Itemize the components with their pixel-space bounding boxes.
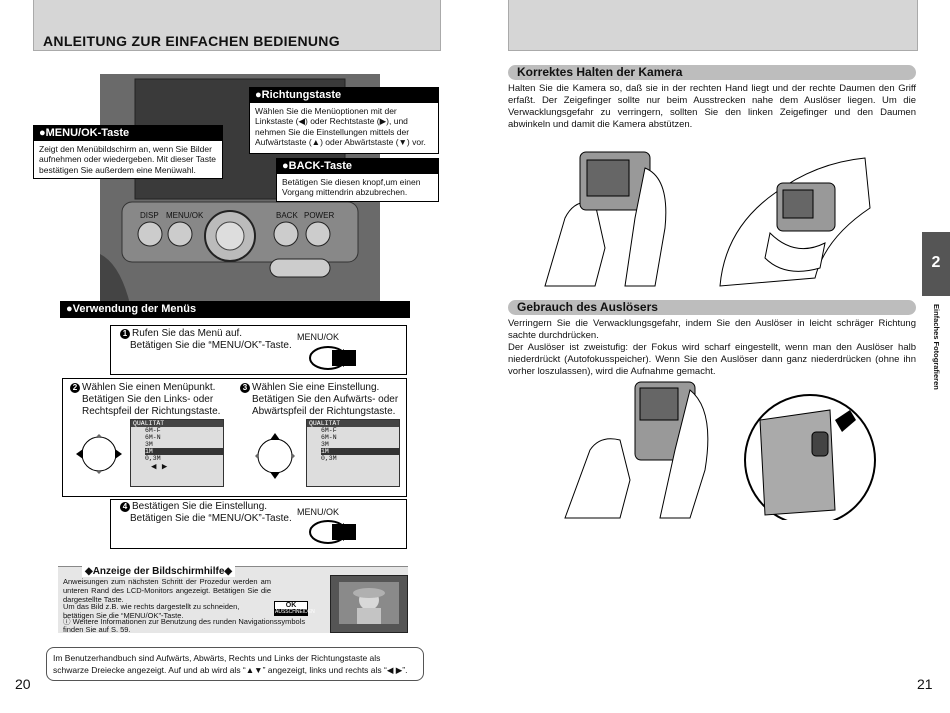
menu-ok-info-box: ●MENU/OK-Taste Zeigt den Menübildschirm … — [33, 125, 223, 179]
dpad-up-down-icon — [254, 431, 296, 486]
step-number-2: 2 — [70, 383, 80, 393]
help-text-1: Anweisungen zum nächsten Schritt der Pro… — [63, 577, 271, 604]
help-ok-label: OK — [285, 602, 297, 609]
screen-arrows-icon: ◀ ▶ — [151, 462, 168, 472]
section2-text-1: Verringern Sie die Verwacklungsgefahr, i… — [508, 318, 916, 341]
camera-label-back: BACK — [276, 211, 298, 220]
chapter-tab: 2 — [922, 232, 950, 296]
step4-button-label: MENU/OK — [297, 507, 340, 517]
screen-header: QUALITÄT — [131, 420, 223, 427]
screen-row: 0,3M — [321, 455, 337, 462]
chapter-tab-label: Einfaches Fotografieren — [932, 304, 941, 390]
screen-row: 6M-N — [321, 434, 337, 441]
step4-button-icon — [308, 519, 358, 550]
menu-ok-heading: ●MENU/OK-Taste — [34, 126, 222, 141]
screen-row: 3M — [145, 441, 153, 448]
dpad-left-right-icon — [74, 433, 124, 480]
step-number-1: 1 — [120, 329, 130, 339]
screen-row: 3M — [321, 441, 329, 448]
camera-label-power: POWER — [304, 211, 335, 220]
screen-row: 1M — [145, 448, 223, 455]
menu-screen-step2: QUALITÄT 6M-F 6M-N 3M 1M 0,3M ◀ ▶ — [130, 419, 224, 487]
richtung-heading: ●Richtungstaste — [250, 88, 438, 103]
richtung-text: Wählen Sie die Menüoptionen mit der Link… — [255, 105, 426, 148]
back-info-box: ●BACK-Taste Betätigen Sie diesen knopf,u… — [276, 158, 439, 202]
screen-header: QUALITÄT — [307, 420, 399, 427]
step1-box — [110, 325, 407, 375]
shutter-illustration — [560, 380, 880, 526]
screen-row: 6M-F — [145, 427, 161, 434]
screen-row: 1M — [321, 448, 399, 455]
help-box: ◆Anzeige der Bildschirmhilfe◆ Anweisunge… — [58, 566, 408, 634]
note-icon: ⓘ — [63, 617, 71, 626]
holding-camera-illustration — [525, 148, 905, 288]
page-number-right: 21 — [917, 676, 933, 692]
step4-box — [110, 499, 407, 549]
help-photo — [330, 575, 408, 633]
section1-title: Korrektes Halten der Kamera — [508, 65, 916, 80]
help-note: ⓘ Weitere Informationen zur Benutzung de… — [63, 617, 306, 634]
right-header-bar — [508, 0, 918, 51]
menu-screen-step3: QUALITÄT 6M-F 6M-N 3M 1M 0,3M — [306, 419, 400, 487]
screen-row: 6M-F — [321, 427, 337, 434]
help-heading: ◆Anzeige der Bildschirmhilfe◆ — [82, 566, 236, 577]
screen-row: 0,3M — [145, 455, 161, 462]
step1-button-icon — [308, 345, 358, 376]
step-number-4: 4 — [120, 502, 130, 512]
camera-label-menu-ok: MENU/OK — [166, 211, 204, 220]
screen-row: 6M-N — [145, 434, 161, 441]
page-number-left: 20 — [15, 676, 31, 692]
help-ok-sub: AUSSCHNEIDEN — [275, 609, 315, 615]
step-number-3: 3 — [240, 383, 250, 393]
back-text: Betätigen Sie diesen knopf,um einen Vorg… — [282, 176, 421, 198]
help-ok-button: OK AUSSCHNEIDEN — [274, 601, 315, 616]
menu-ok-text: Zeigt den Menübildschirm an, wenn Sie Bi… — [39, 143, 217, 175]
chapter-tab-number: 2 — [931, 254, 941, 271]
camera-label-disp: DISP — [140, 211, 159, 220]
footer-note: Im Benutzerhandbuch sind Aufwärts, Abwär… — [46, 647, 424, 681]
section2-text-2: Der Auslöser ist zweistufig: der Fokus w… — [508, 342, 916, 377]
richtung-info-box: ●Richtungstaste Wählen Sie die Menüoptio… — [249, 87, 439, 154]
page-title: ANLEITUNG ZUR EINFACHEN BEDIENUNG — [43, 33, 340, 49]
left-header-bar — [33, 0, 441, 51]
back-heading: ●BACK-Taste — [277, 159, 438, 174]
section1-text: Halten Sie die Kamera so, daß sie in der… — [508, 83, 916, 130]
section2-title: Gebrauch des Auslösers — [508, 300, 916, 315]
menus-heading: ●Verwendung der Menüs — [60, 301, 410, 318]
help-text-2: Um das Bild z.B. wie rechts dargestellt … — [63, 602, 240, 620]
step1-button-label: MENU/OK — [297, 332, 340, 342]
